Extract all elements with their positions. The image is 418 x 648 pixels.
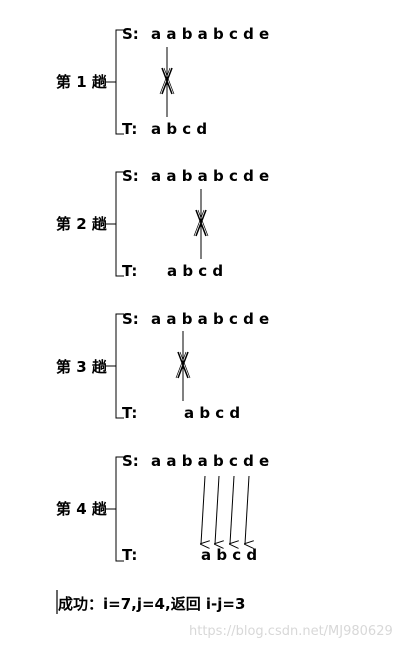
match-arrow-2 [215, 475, 219, 544]
pass-4-bracket [106, 456, 124, 562]
pass-3-t-text: a b c d [184, 404, 240, 422]
pass-3-s-text: a a b a b c d e [151, 310, 269, 328]
pass-3-s-label: S: [122, 310, 139, 328]
pass-1-t-label: T: [122, 120, 137, 138]
pass-2-s-label: S: [122, 167, 139, 185]
watermark: https://blog.csdn.net/MJ980629 [189, 624, 393, 639]
pass-2: 第 2 趟 S: a a b a b c d e T: a b c d [56, 167, 269, 280]
pass-4-s-text: a a b a b c d e [151, 452, 269, 470]
pass-3-mismatch-mark [175, 331, 191, 401]
pass-4-label: 第 4 趟 [56, 500, 108, 518]
match-arrow-1 [201, 475, 205, 544]
pass-1-s-text: a a b a b c d e [151, 25, 269, 43]
pass-2-label: 第 2 趟 [56, 215, 108, 233]
pass-1-s-label: S: [122, 25, 139, 43]
pass-4-t-text: a b c d [201, 546, 257, 564]
pass-3-label: 第 3 趟 [56, 358, 108, 376]
pass-1-mismatch-mark [159, 47, 175, 117]
pass-2-s-text: a a b a b c d e [151, 167, 269, 185]
result-caption: 成功：i=7,j=4,返回 i-j=3 [58, 595, 245, 613]
pass-4-t-label: T: [122, 546, 137, 564]
pass-2-mismatch-mark [193, 189, 209, 259]
pass-1: 第 1 趟 S: a a b a b c d e T: a b c d [56, 25, 269, 138]
pass-3: 第 3 趟 S: a a b a b c d e T: a b c d [56, 310, 269, 422]
pass-2-t-text: a b c d [167, 262, 223, 280]
pass-4: 第 4 趟 S: a a b a b c d e T: a b c d [56, 452, 269, 564]
pass-1-label: 第 1 趟 [56, 73, 108, 91]
pass-1-bracket [106, 29, 124, 135]
match-arrow-4 [245, 475, 249, 544]
pass-2-bracket [106, 171, 124, 277]
pass-4-s-label: S: [122, 452, 139, 470]
match-arrow-3 [230, 475, 234, 544]
pass-2-t-label: T: [122, 262, 137, 280]
pass-3-t-label: T: [122, 404, 137, 422]
pass-4-match-arrows [201, 475, 249, 544]
pass-3-bracket [106, 313, 124, 419]
pass-1-t-text: a b c d [151, 120, 207, 138]
